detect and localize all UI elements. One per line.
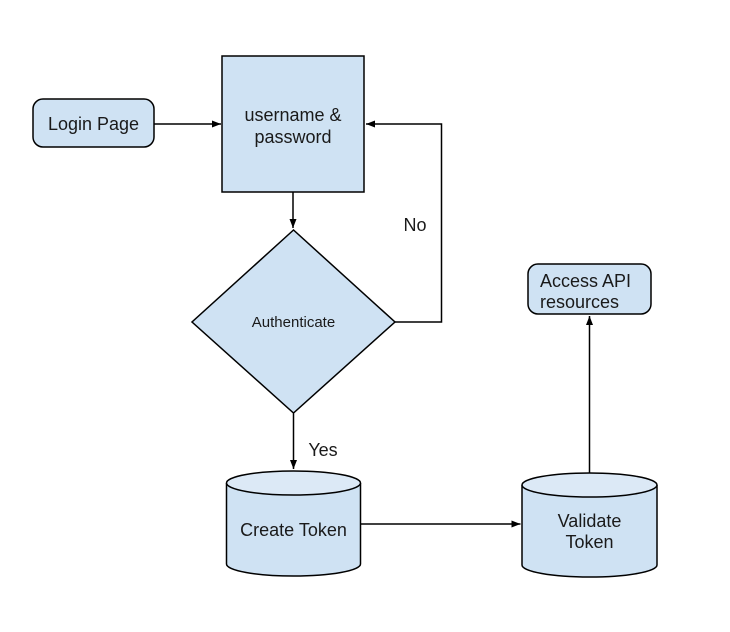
nodes-layer (32, 55, 658, 578)
edge-label-no: No (403, 215, 426, 235)
node-credentials (221, 55, 365, 193)
credentials-label-line1: username & (244, 105, 341, 125)
create-token-cylinder-body (225, 483, 362, 577)
login-page-label: Login Page (48, 114, 139, 134)
authenticate-label: Authenticate (252, 314, 335, 331)
node-authenticate (190, 228, 397, 415)
labels-layer: Login Page username & password Authentic… (48, 105, 631, 552)
credentials-shape (221, 55, 365, 193)
create-token-label: Create Token (240, 520, 347, 540)
node-create-token (225, 470, 362, 577)
access-api-shape (527, 263, 652, 315)
edges-layer (154, 120, 593, 528)
edge-label-yes: Yes (308, 440, 337, 460)
validate-token-label-line2: Token (565, 532, 613, 552)
validate-token-label-line1: Validate (558, 511, 622, 531)
edge-authenticate-no-loop (366, 120, 443, 323)
validate-token-cylinder-top (521, 472, 658, 498)
node-access-api (527, 263, 652, 315)
node-login-page (32, 98, 155, 148)
access-api-label-line2: resources (540, 292, 619, 312)
authenticate-shape (190, 228, 397, 415)
login-page-shape (32, 98, 155, 148)
validate-token-cylinder-body (521, 485, 658, 578)
create-token-cylinder-top (225, 470, 362, 496)
node-validate-token (521, 472, 658, 578)
credentials-label-line2: password (254, 127, 331, 147)
access-api-label-line1: Access API (540, 271, 631, 291)
